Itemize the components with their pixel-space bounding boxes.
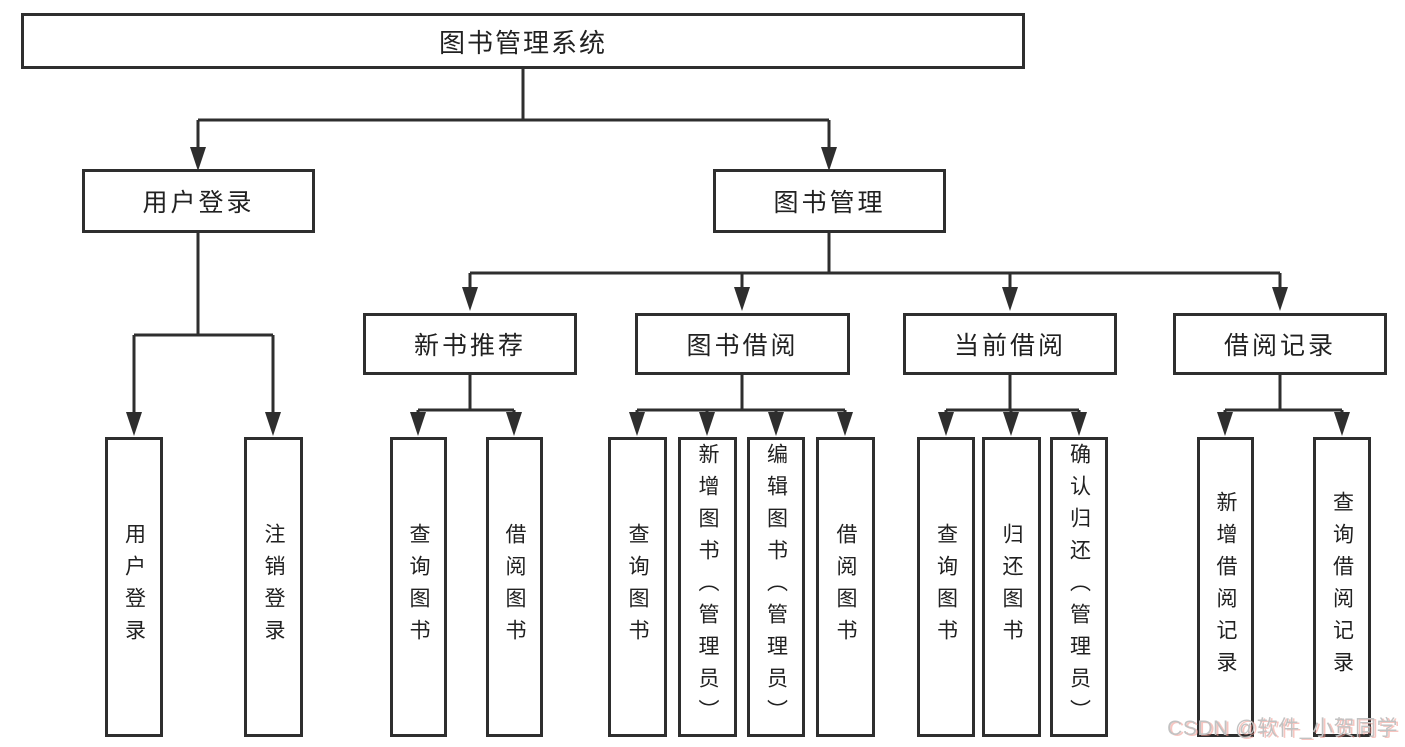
leaf-add-borrow-record: 新增借阅记录 bbox=[1197, 437, 1254, 737]
node-book-management: 图书管理 bbox=[713, 169, 946, 233]
arrowhead-icon bbox=[410, 412, 426, 436]
node-label: 图书借阅 bbox=[686, 332, 799, 360]
node-label: 借阅图书 bbox=[503, 523, 526, 651]
node-label: 借阅图书 bbox=[834, 523, 857, 651]
arrowhead-icon bbox=[837, 412, 853, 436]
arrowhead-icon bbox=[265, 412, 281, 436]
arrowhead-icon bbox=[734, 287, 750, 311]
node-label: 图书管理 bbox=[773, 189, 886, 217]
edge-root-to-level2 bbox=[196, 68, 831, 150]
node-label: 注销登录 bbox=[262, 523, 285, 651]
edge-book-management-to-level3 bbox=[468, 232, 1282, 290]
leaf-query-borrow-record: 查询借阅记录 bbox=[1313, 437, 1371, 737]
node-user-login: 用户登录 bbox=[82, 169, 315, 233]
node-label: 新增图书（管理员） bbox=[696, 443, 719, 731]
arrowhead-icon bbox=[462, 287, 478, 311]
node-label: 查询图书 bbox=[934, 523, 958, 651]
edge-recommendation-to-leaves bbox=[416, 375, 516, 415]
node-root-system: 图书管理系统 bbox=[21, 13, 1025, 69]
edge-user-login-to-leaves bbox=[132, 232, 275, 414]
node-label: 查询图书 bbox=[407, 523, 430, 651]
node-new-book-recommendation: 新书推荐 bbox=[363, 313, 577, 375]
arrowhead-icon bbox=[1003, 412, 1019, 436]
edge-borrowing-to-leaves bbox=[635, 375, 847, 415]
arrowhead-icon bbox=[821, 147, 837, 171]
node-label: 编辑图书（管理员） bbox=[764, 443, 788, 731]
arrowhead-icon bbox=[1002, 287, 1018, 311]
arrowhead-icon bbox=[1071, 412, 1087, 436]
edge-records-to-leaves bbox=[1223, 375, 1344, 415]
node-label: 确认归还（管理员） bbox=[1067, 443, 1091, 731]
leaf-borrow-books-recommend: 借阅图书 bbox=[486, 437, 543, 737]
arrowhead-icon bbox=[768, 412, 784, 436]
node-label: 借阅记录 bbox=[1223, 332, 1336, 360]
leaf-return-books: 归还图书 bbox=[982, 437, 1041, 737]
node-label: 查询图书 bbox=[626, 523, 649, 651]
arrowhead-icon bbox=[1272, 287, 1288, 311]
node-label: 查询借阅记录 bbox=[1330, 491, 1354, 683]
arrowhead-icon bbox=[126, 412, 142, 436]
arrowhead-icon bbox=[1334, 412, 1350, 436]
node-label: 新增借阅记录 bbox=[1214, 491, 1237, 683]
node-book-borrowing: 图书借阅 bbox=[635, 313, 850, 375]
leaf-add-books-admin: 新增图书（管理员） bbox=[678, 437, 737, 737]
arrowhead-icon bbox=[938, 412, 954, 436]
leaf-borrow-books: 借阅图书 bbox=[816, 437, 875, 737]
node-label: 用户登录 bbox=[142, 189, 255, 217]
leaf-query-books-recommend: 查询图书 bbox=[390, 437, 447, 737]
node-borrowing-records: 借阅记录 bbox=[1173, 313, 1387, 375]
node-current-borrowing: 当前借阅 bbox=[903, 313, 1117, 375]
node-label: 当前借阅 bbox=[953, 332, 1066, 360]
leaf-user-login: 用户登录 bbox=[105, 437, 163, 737]
edge-current-to-leaves bbox=[944, 375, 1081, 415]
leaf-logout: 注销登录 bbox=[244, 437, 303, 737]
arrowhead-icon bbox=[1217, 412, 1233, 436]
leaf-query-books-current: 查询图书 bbox=[917, 437, 975, 737]
watermark: CSDN @软件_小贺同学 bbox=[1167, 717, 1398, 740]
node-label: 归还图书 bbox=[1000, 523, 1023, 651]
leaf-edit-books-admin: 编辑图书（管理员） bbox=[747, 437, 805, 737]
node-label: 新书推荐 bbox=[413, 332, 526, 360]
arrowhead-icon bbox=[699, 412, 715, 436]
arrowhead-icon bbox=[629, 412, 645, 436]
arrowhead-icon bbox=[506, 412, 522, 436]
leaf-query-books-borrowing: 查询图书 bbox=[608, 437, 667, 737]
node-label: 图书管理系统 bbox=[438, 27, 607, 58]
leaf-confirm-return-admin: 确认归还（管理员） bbox=[1050, 437, 1108, 737]
node-label: 用户登录 bbox=[122, 523, 146, 651]
arrowhead-icon bbox=[190, 147, 206, 171]
